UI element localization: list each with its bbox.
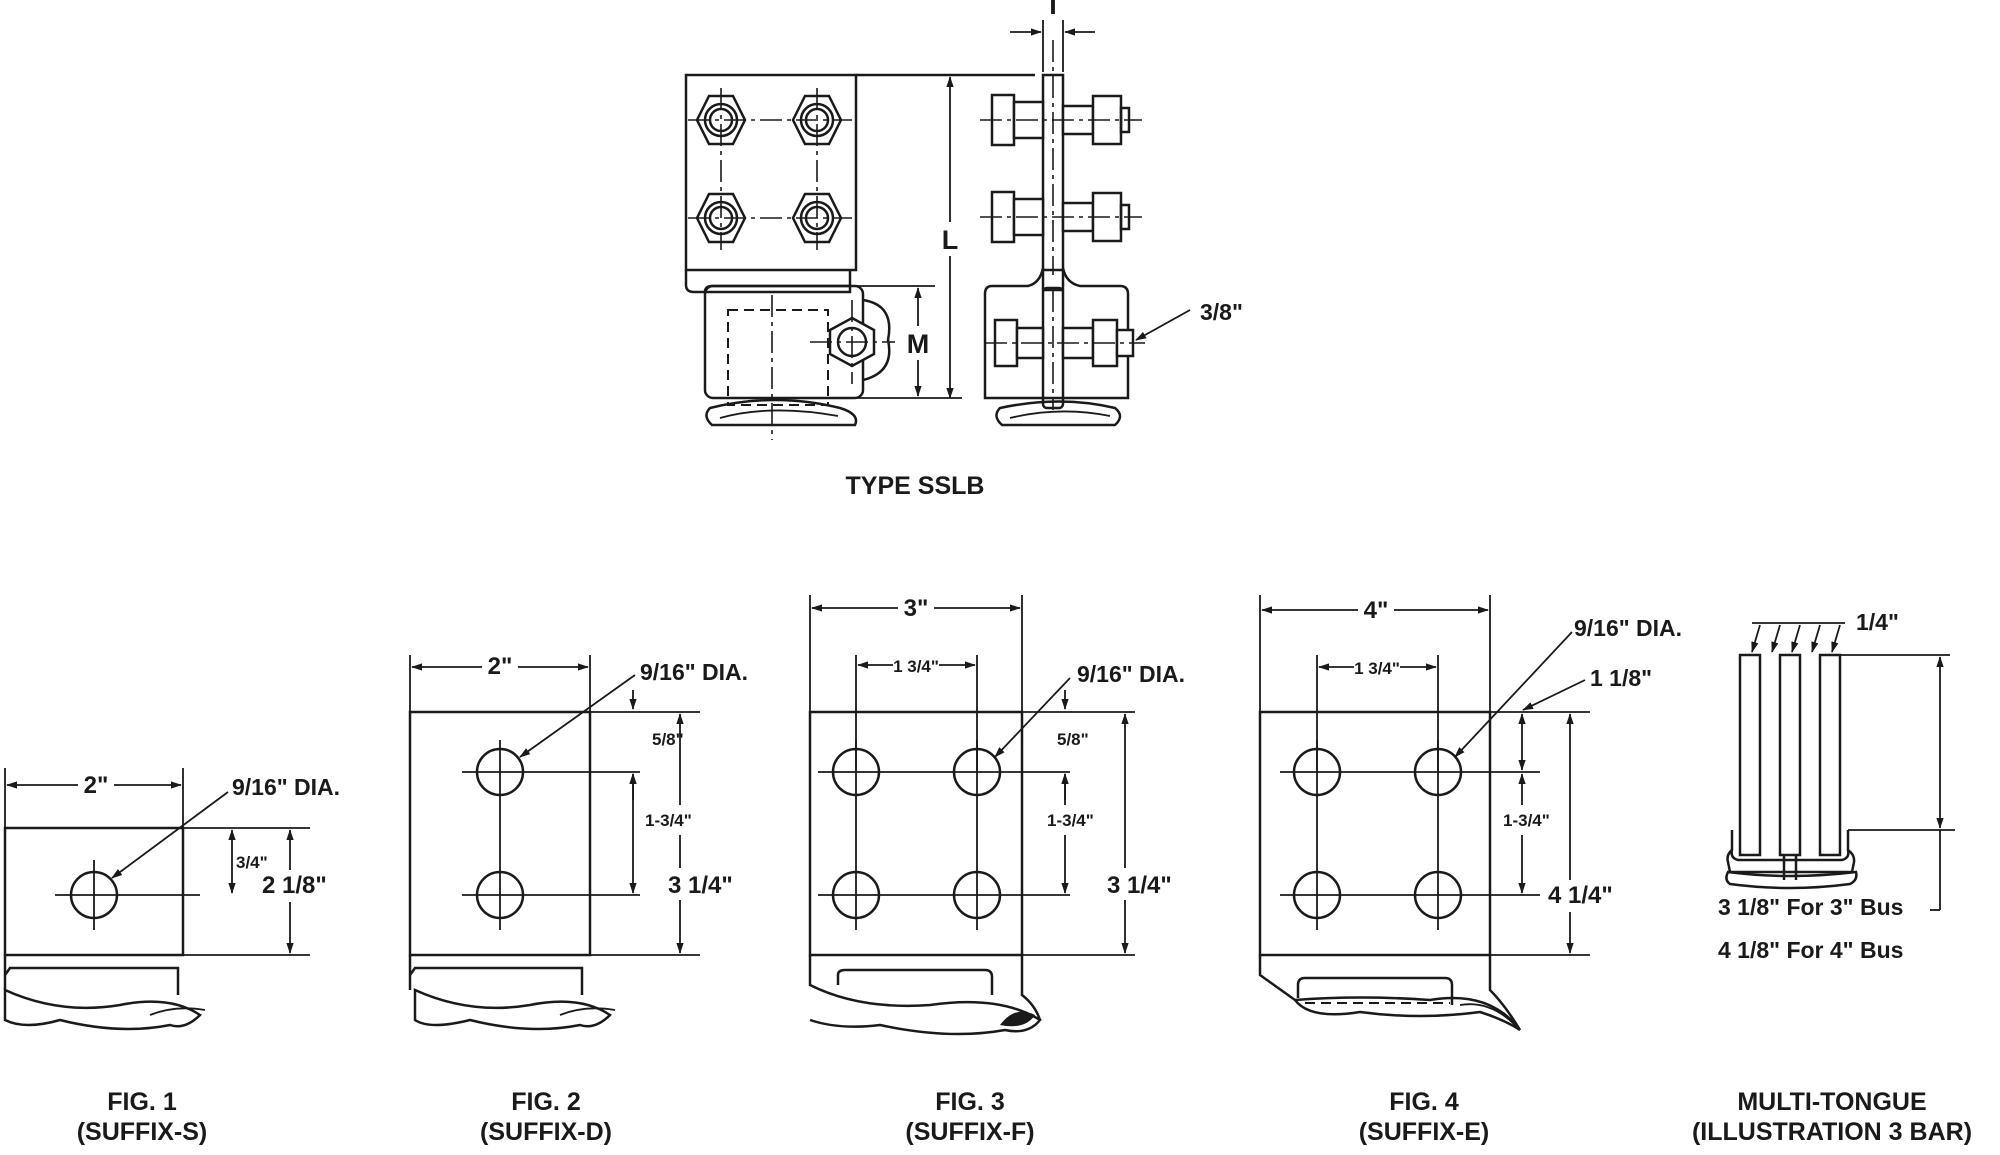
fig4-inner-width: 1 3/4" bbox=[1354, 659, 1400, 678]
fig2-hole-label: 9/16" DIA. bbox=[640, 659, 748, 685]
fig1-offset-dim: 3/4" bbox=[236, 853, 268, 872]
multi-tongue-width: 1/4" bbox=[1856, 609, 1899, 635]
fig2-width: 2" bbox=[488, 653, 513, 680]
dim-3-8: 3/8" bbox=[1135, 299, 1243, 341]
fig4-top-dim: 1 1/8" bbox=[1590, 665, 1652, 691]
fig1-caption-2: (SUFFIX-S) bbox=[77, 1118, 208, 1146]
sslb-front-view bbox=[684, 73, 1035, 440]
fig3-caption-2: (SUFFIX-F) bbox=[905, 1118, 1034, 1146]
dim-l: L bbox=[856, 76, 964, 399]
dim-t-label: T bbox=[1045, 0, 1062, 20]
multi-tongue-drawing: 1/4" 3 1/8" For 3" Bus 4 1/8" For 4" Bus bbox=[1718, 609, 1955, 963]
multi-note-2: 4 1/8" For 4" Bus bbox=[1718, 937, 1903, 963]
fig4-drawing: 4" 1 3/4" 1 1/8" 1-3/4" 4 1/4" 9/16" DIA… bbox=[1258, 594, 1682, 1032]
fig3-caption-1: FIG. 3 bbox=[935, 1088, 1004, 1116]
fig3-width: 3" bbox=[904, 595, 929, 622]
fig3-drawing: 3" 1 3/4" 5/8" 1-3/4" 3 1/4" 9/16" DIA. bbox=[808, 592, 1185, 1036]
fig4-caption-2: (SUFFIX-E) bbox=[1359, 1118, 1490, 1146]
fig1-height-dim: 2 1/8" bbox=[262, 872, 327, 899]
multi-caption-1: MULTI-TONGUE bbox=[1737, 1088, 1926, 1116]
side-bolt-icon-2 bbox=[990, 190, 1131, 244]
fig2-caption-2: (SUFFIX-D) bbox=[480, 1118, 612, 1146]
fig4-width: 4" bbox=[1364, 597, 1389, 624]
sslb-caption: TYPE SSLB bbox=[846, 472, 985, 500]
fig2-height-dim: 3 1/4" bbox=[668, 872, 733, 899]
fig2-top-dim: 5/8" bbox=[652, 730, 684, 749]
fig4-caption-1: FIG. 4 bbox=[1389, 1088, 1459, 1116]
dim-m-label: M bbox=[907, 329, 930, 359]
fig1-width: 2" bbox=[84, 772, 109, 799]
fig2-caption-1: FIG. 2 bbox=[511, 1088, 580, 1116]
fig3-inner-width: 1 3/4" bbox=[893, 657, 939, 676]
fig3-hole-label: 9/16" DIA. bbox=[1077, 661, 1185, 687]
fig3-height-dim: 3 1/4" bbox=[1107, 872, 1172, 899]
sslb-side-view bbox=[980, 40, 1145, 427]
fig1-drawing: 2" 3/4" 2 1/8" 9/16" DIA. bbox=[3, 768, 340, 1031]
fig4-height-dim: 4 1/4" bbox=[1548, 882, 1613, 909]
bolt-size-label: 3/8" bbox=[1200, 299, 1243, 325]
multi-caption-2: (ILLUSTRATION 3 BAR) bbox=[1692, 1118, 1972, 1146]
fig3-spacing-dim: 1-3/4" bbox=[1047, 811, 1094, 830]
dim-t: T bbox=[1010, 0, 1095, 72]
fig2-spacing-dim: 1-3/4" bbox=[645, 811, 692, 830]
multi-note-1: 3 1/8" For 3" Bus bbox=[1718, 894, 1903, 920]
fig1-hole-label: 9/16" DIA. bbox=[232, 774, 340, 800]
dim-l-label: L bbox=[942, 225, 959, 255]
fig4-hole-label: 9/16" DIA. bbox=[1574, 615, 1682, 641]
fig2-drawing: 2" 5/8" 1-3/4" 3 1/4" 9/16" DIA. bbox=[408, 650, 748, 1031]
fig1-caption-1: FIG. 1 bbox=[107, 1088, 177, 1116]
fig3-top-dim: 5/8" bbox=[1057, 730, 1089, 749]
dim-m: M bbox=[850, 285, 935, 397]
fig4-spacing-dim: 1-3/4" bbox=[1503, 811, 1550, 830]
